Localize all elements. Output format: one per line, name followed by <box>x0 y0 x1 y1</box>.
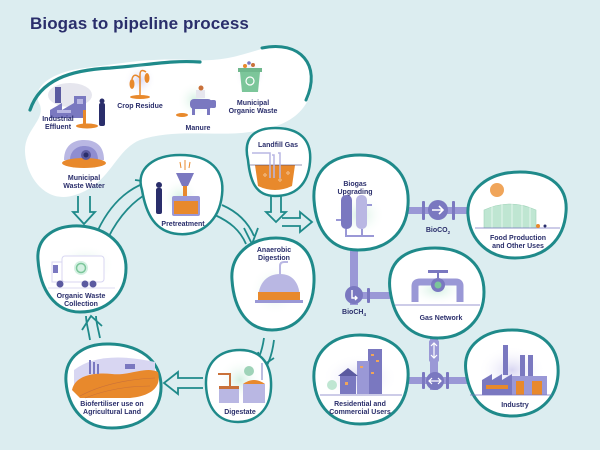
arrow-to-upgrading <box>282 210 314 234</box>
waste-water-icon <box>62 140 106 168</box>
bidirectional-valve-icon <box>422 340 449 390</box>
arrow-waste-water-to-collection <box>70 196 98 226</box>
gas-network-label: Gas Network <box>420 315 463 322</box>
pretreatment-label: Pretreatment <box>161 221 205 228</box>
bioco2-label: BioCO2 <box>426 227 451 235</box>
node-organic-waste-collection <box>36 224 128 314</box>
node-residential <box>312 333 410 426</box>
industrial-effluent-icon <box>48 83 105 129</box>
manure-label: Manure <box>186 125 211 132</box>
node-gas-network <box>388 246 486 340</box>
bioch4-label: BioCH4 <box>342 309 366 317</box>
bioch4-valve-icon <box>345 286 370 304</box>
arrow-digestate-to-biofertiliser <box>162 370 203 396</box>
crop-residue-label: Crop Residue <box>117 103 163 110</box>
node-pretreatment <box>139 153 224 236</box>
page-title: Biogas to pipeline process <box>30 14 249 33</box>
node-anaerobic-digestion <box>230 236 316 332</box>
digestate-label: Digestate <box>224 409 256 416</box>
node-biofertiliser <box>64 342 163 430</box>
node-food-production <box>466 170 568 260</box>
node-digestate <box>204 348 273 424</box>
manure-icon <box>176 82 216 118</box>
industry-label: Industry <box>501 402 529 409</box>
waste-bin-icon <box>234 59 266 92</box>
bioco2-valve-icon <box>422 200 455 220</box>
landfill-gas-label: Landfill Gas <box>258 142 298 149</box>
arrow-collection-to-pretreatment <box>97 184 141 231</box>
node-industry <box>464 328 560 418</box>
arrow-landfill-down <box>263 196 289 224</box>
node-landfill-gas <box>245 126 312 198</box>
node-biogas-upgrading <box>312 153 410 252</box>
crop-residue-icon <box>124 64 156 99</box>
